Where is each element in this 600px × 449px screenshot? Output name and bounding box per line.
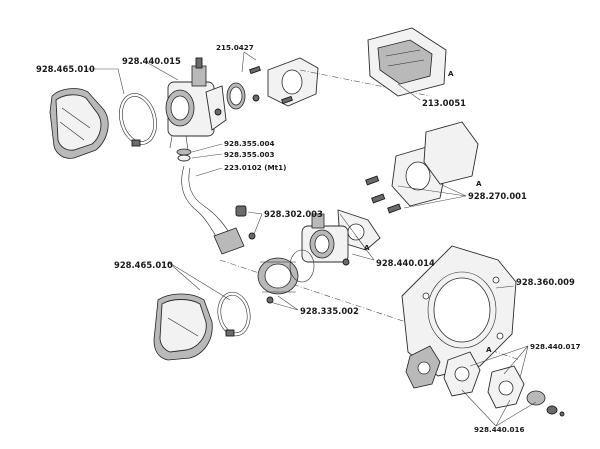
label-223-0102: 223.0102 (Mt1) [224, 163, 286, 172]
part-ref-mark: A [364, 243, 370, 252]
label-928-465-010-bottom: 928.465.010 [114, 260, 173, 270]
label-928-302-003: 928.302.003 [264, 209, 323, 219]
intake-boot-upper [49, 88, 109, 159]
label-213-0051: 213.0051 [422, 98, 466, 108]
part-ref-mark: A [486, 345, 492, 354]
engine-cover: A [401, 245, 517, 377]
carburetor-upper [165, 57, 227, 151]
hose-clamp-upper [119, 93, 157, 147]
intake-adapter-lower [257, 249, 315, 304]
fuel-hose [181, 165, 256, 255]
label-928-440-017: 928.440.017 [530, 342, 580, 351]
label-928-355-003: 928.355.003 [224, 150, 274, 159]
label-928-440-014: 928.440.014 [376, 258, 435, 268]
reed-plate-assembly: A [365, 121, 482, 214]
hose-clamp-lower [217, 291, 251, 337]
label-928-440-016: 928.440.016 [474, 425, 524, 434]
label-928-335-002: 928.335.002 [300, 306, 359, 316]
part-ref-mark: A [476, 179, 482, 188]
label-928-355-004: 928.355.004 [224, 139, 274, 148]
reed-valve-block: A [367, 27, 454, 97]
label-215-0427: 215.0427 [216, 43, 254, 52]
label-928-360-009: 928.360.009 [516, 277, 575, 287]
jet-parts [176, 148, 192, 162]
label-928-465-010-top: 928.465.010 [36, 64, 95, 74]
intake-boot-lower [153, 293, 213, 361]
pump-assembly [405, 345, 565, 417]
intake-manifold [226, 57, 319, 110]
label-928-270-001: 928.270.001 [468, 191, 527, 201]
part-ref-mark: A [448, 69, 454, 78]
carburetor-lower: A [301, 209, 381, 266]
leader-lines [86, 51, 537, 427]
label-928-440-015: 928.440.015 [122, 56, 181, 66]
